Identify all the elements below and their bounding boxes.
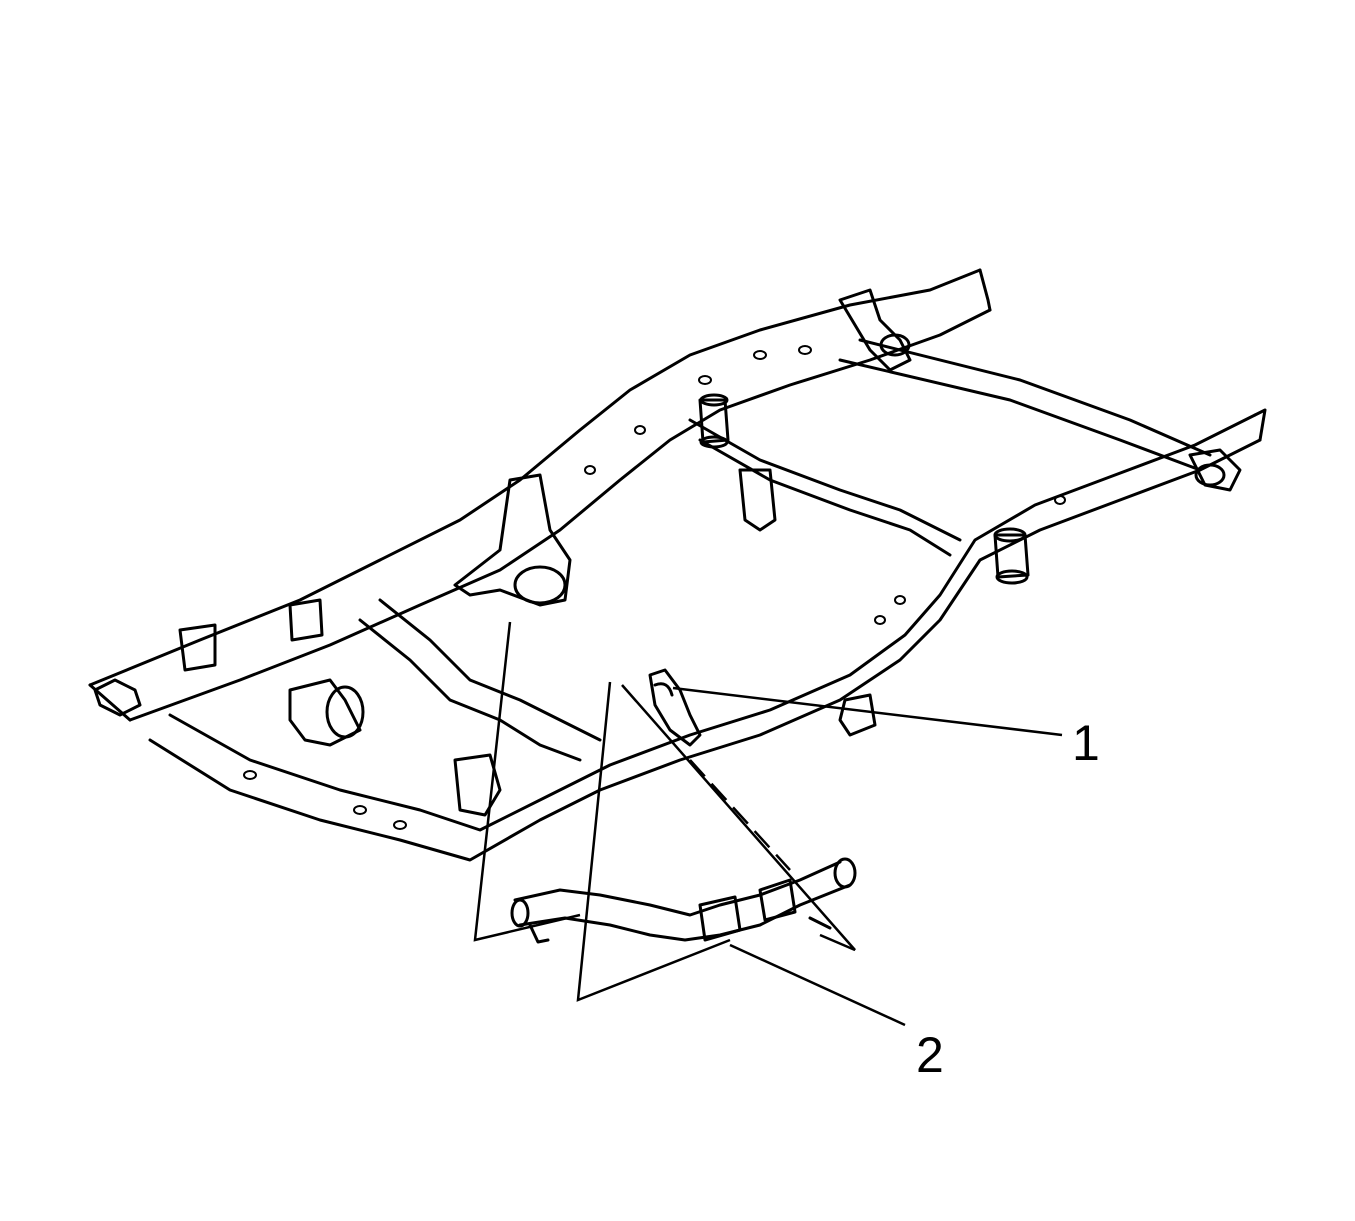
body-mount-2 — [993, 527, 1030, 585]
engine-mount-bracket — [453, 473, 572, 607]
frame-holes — [243, 345, 1066, 830]
exhaust-pipe — [510, 857, 857, 944]
muffler-section — [453, 753, 502, 817]
pipe-upper-edge — [513, 860, 842, 917]
explode-wedge-left — [473, 621, 581, 942]
vehicle-frame — [88, 268, 1267, 862]
cross-member-front — [378, 598, 602, 742]
exploded-view-lines — [473, 621, 856, 1002]
cross-member-mid — [688, 418, 962, 542]
pipe-lower-edge — [518, 883, 852, 942]
exhaust-hanger-1 — [648, 668, 702, 747]
transmission-mount — [738, 468, 777, 532]
frame-left-rail-inner — [128, 308, 992, 722]
rear-hanger-right — [1188, 448, 1242, 492]
explode-dashed — [689, 759, 791, 871]
leader-line-1 — [672, 686, 1063, 737]
body-mount-1 — [698, 393, 730, 449]
pipe-end-outlet — [833, 857, 857, 889]
cross-member-rear — [838, 358, 1202, 472]
leader-line-2 — [729, 943, 906, 1027]
callout-1-label: 1 — [1072, 715, 1100, 771]
pipe-clamp — [698, 895, 742, 942]
front-bracket — [93, 678, 142, 717]
frame-right-rail-inner — [168, 413, 1257, 832]
rear-hanger-left — [838, 288, 912, 372]
frame-left-rail — [88, 268, 982, 687]
pipe-inlet — [510, 898, 530, 928]
frame-right-rail — [148, 438, 1262, 862]
explode-wedge-right — [621, 684, 856, 952]
explode-wedge-mid — [576, 681, 731, 1002]
callout-2-label: 2 — [916, 1027, 944, 1083]
